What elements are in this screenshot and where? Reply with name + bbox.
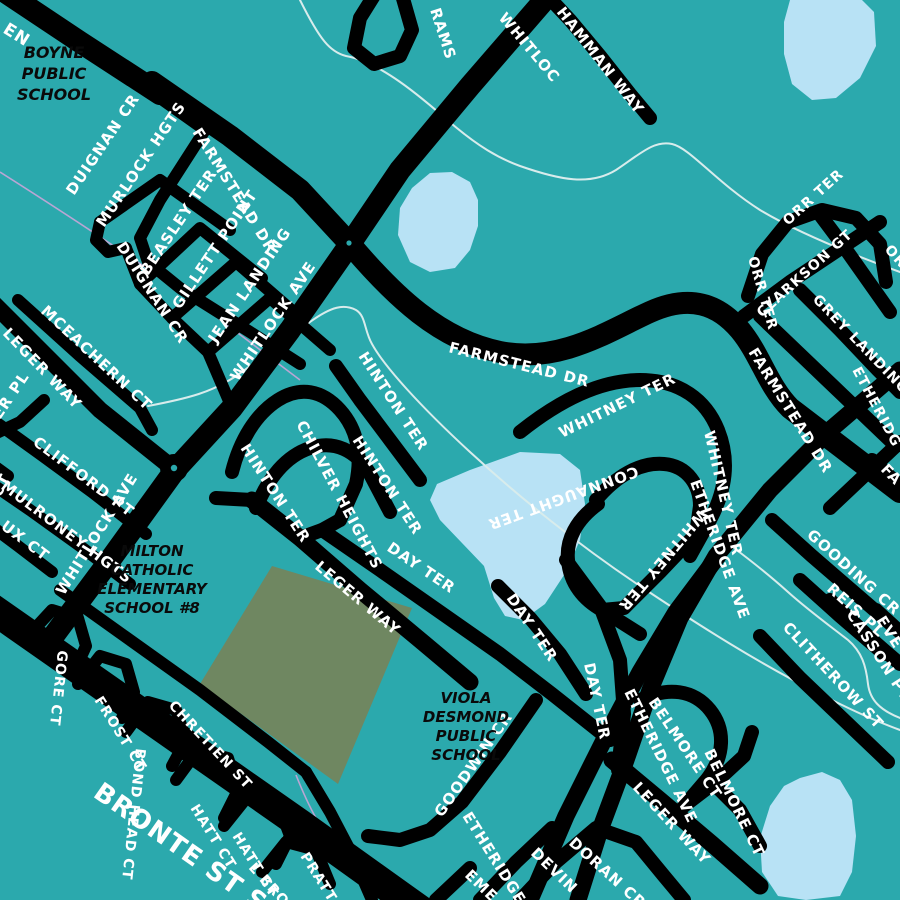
road-eme[interactable]: [429, 861, 477, 900]
road-devin[interactable]: [473, 821, 559, 900]
park-areas: [200, 566, 412, 784]
road-day-ter[interactable]: [315, 523, 617, 747]
place-viola-line-3: PUBLIC: [436, 727, 497, 745]
road-belmore-ct-2[interactable]: [677, 725, 759, 813]
road-hinton-stem[interactable]: [293, 513, 347, 545]
road-mceachern-ct[interactable]: [12, 294, 158, 436]
road-gore-ct[interactable]: [22, 604, 92, 678]
road-leger-way-east[interactable]: [603, 751, 769, 895]
roundabout-whitlock-farmstead[interactable]: [337, 231, 361, 255]
road-ct-left[interactable]: [0, 460, 14, 482]
road-murlock-stem[interactable]: [90, 216, 132, 258]
road-brook-ct[interactable]: [256, 836, 336, 890]
road-whitney-inner-close[interactable]: [595, 527, 703, 617]
road-hinton-ter-loop2[interactable]: [249, 438, 397, 519]
road-goodwin-cr[interactable]: [361, 693, 543, 847]
place-boyne-line-2: PUBLIC: [22, 64, 87, 83]
place-boyne-line-1: BOYNE: [24, 43, 85, 62]
place-milton-catholic-elementary: MILTON CATHOLIC ELEMENTARY SCHOOL #8: [97, 542, 209, 617]
road-whitney-ter-outer[interactable]: [513, 373, 732, 563]
road-mulroney-hgts[interactable]: [0, 480, 136, 590]
road-clifford-pt[interactable]: [0, 417, 152, 540]
road-derry-rd[interactable]: [0, 0, 171, 105]
road-connaught-ter[interactable]: [560, 497, 647, 641]
road-grey-landing[interactable]: [793, 283, 900, 399]
place-boyne-public-school: BOYNE PUBLIC SCHOOL: [17, 43, 91, 104]
road-belmore-ct-1[interactable]: [633, 684, 729, 813]
road-chretien-st[interactable]: [54, 584, 312, 778]
road-duignan-lower-link[interactable]: [120, 242, 238, 414]
road-murlock-hgts[interactable]: [94, 174, 236, 236]
place-milton-line-3: ELEMENTARY: [97, 580, 209, 598]
road-orr-ter-stem[interactable]: [811, 205, 897, 319]
road-hamman-way[interactable]: [540, 0, 657, 125]
road-leger-way-west[interactable]: [0, 292, 184, 479]
water-pond-southeast: [760, 772, 856, 900]
road-etheridge-spur[interactable]: [823, 435, 900, 515]
road-jean-landing[interactable]: [202, 292, 336, 358]
place-milton-line-4: SCHOOL #8: [104, 599, 200, 617]
road-ter-pl[interactable]: [0, 394, 50, 439]
road-clarkson-gt[interactable]: [737, 215, 887, 323]
roundabout-whitlock-leger[interactable]: [160, 454, 188, 482]
trail-park-spur: [295, 774, 317, 819]
park-school-field: [200, 566, 412, 784]
water-pond-north: [398, 172, 478, 272]
water-pond-central: [430, 452, 585, 620]
place-viola-line-4: SCHOOL: [431, 746, 500, 764]
place-viola-desmond-public-school: VIOLA DESMOND PUBLIC SCHOOL: [423, 689, 509, 764]
road-pratt[interactable]: [300, 766, 378, 900]
road-hatt-ct-1[interactable]: [170, 744, 244, 824]
road-clitherow-st[interactable]: [753, 629, 895, 769]
road-ramsay[interactable]: [347, 0, 419, 71]
road-hinton-ter-north[interactable]: [329, 359, 427, 487]
label-gore-ct: GORE CT: [46, 650, 70, 727]
road-ux-ct[interactable]: [0, 522, 58, 578]
road-grey-landing-b[interactable]: [753, 309, 900, 453]
road-day-ter-curve[interactable]: [491, 579, 593, 701]
water-bodies: [398, 0, 876, 900]
trail-southeast: [733, 547, 900, 719]
road-frost-ct[interactable]: [72, 650, 140, 724]
road-whitney-ter-inner[interactable]: [589, 456, 707, 541]
place-viola-line-2: DESMOND: [423, 708, 509, 726]
road-doran-cr[interactable]: [513, 821, 691, 900]
road-belmore-stem[interactable]: [701, 771, 767, 853]
water-pond-topright: [784, 0, 876, 100]
road-farmstead-dr[interactable]: [141, 71, 900, 503]
place-milton-line-2: CATHOLIC: [111, 561, 194, 579]
road-chilver-heights[interactable]: [209, 491, 307, 545]
place-viola-line-1: VIOLA: [440, 689, 491, 707]
road-day-ter-east[interactable]: [559, 553, 631, 777]
road-casson-pt[interactable]: [823, 593, 900, 671]
road-bond-head-ct[interactable]: [120, 696, 192, 772]
place-milton-line-1: MILTON: [120, 542, 184, 560]
place-boyne-line-3: SCHOOL: [17, 85, 91, 104]
road-eve[interactable]: [869, 603, 900, 639]
